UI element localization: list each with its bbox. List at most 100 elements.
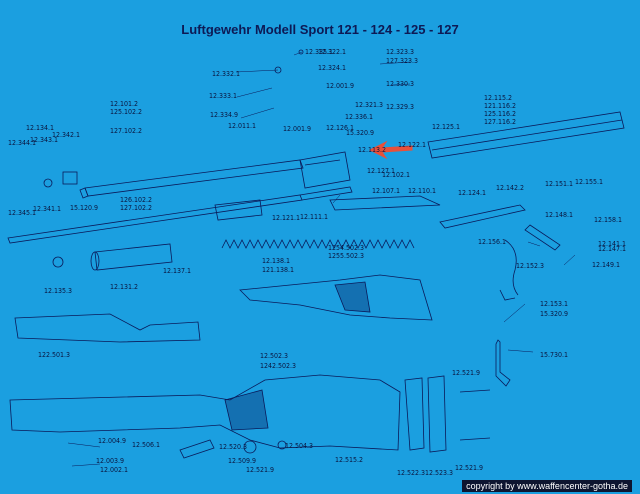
small-parts bbox=[43, 49, 491, 459]
part-number-label: 15.730.1 bbox=[540, 351, 569, 359]
part-number-label: 12.329.3 bbox=[386, 103, 415, 111]
part-number-label: 12.152.3 bbox=[516, 262, 545, 270]
part-number-label: 12.115.2 bbox=[484, 94, 513, 102]
part-number-label: 12.506.1 bbox=[132, 441, 161, 449]
part-number-label: 127.102.2 bbox=[110, 127, 143, 135]
part-number-label: 12.155.1 bbox=[575, 178, 604, 186]
part-number-label: 127.323.3 bbox=[386, 57, 419, 65]
side-panels bbox=[404, 375, 447, 453]
part-number-label: 15.320.9 bbox=[346, 129, 375, 137]
part-number-label: 12.521.9 bbox=[455, 464, 484, 472]
part-number-label: 15.120.9 bbox=[70, 204, 99, 212]
part-number-label: 12.138.1 bbox=[262, 257, 291, 265]
part-number-label: 12.110.1 bbox=[408, 187, 437, 195]
rear-sight-block bbox=[299, 151, 351, 189]
part-number-label: 12.001.9 bbox=[326, 82, 355, 90]
part-number-label: 12.321.3 bbox=[355, 101, 384, 109]
part-number-label: 125.102.2 bbox=[110, 108, 143, 116]
part-number-label: 127.116.2 bbox=[484, 118, 517, 126]
part-number-label: 12.153.1 bbox=[540, 300, 569, 308]
part-number-label: 12.135.3 bbox=[44, 287, 73, 295]
part-number-label: 12.149.1 bbox=[592, 261, 621, 269]
safety-bar bbox=[495, 339, 511, 387]
leader-lines bbox=[67, 51, 576, 467]
part-number-label: 12.344.1 bbox=[8, 139, 37, 147]
trigger-assembly bbox=[499, 239, 519, 301]
part-number-label: 12.322.1 bbox=[318, 48, 347, 56]
piston bbox=[90, 243, 173, 271]
main-spring bbox=[221, 239, 415, 249]
part-number-label: 12.509.9 bbox=[228, 457, 257, 465]
part-number-label: 12.345.1 bbox=[8, 209, 37, 217]
part-number-label: 12.126.1 bbox=[326, 124, 355, 132]
part-number-label: 12.101.2 bbox=[110, 100, 139, 108]
part-number-label: 12.131.2 bbox=[110, 283, 139, 291]
part-number-label: 12.324.1 bbox=[318, 64, 347, 72]
barrel bbox=[7, 186, 353, 244]
part-number-label: 12.003.9 bbox=[96, 457, 125, 465]
part-number-label: 121.116.2 bbox=[484, 102, 517, 110]
part-number-label: 12.125.1 bbox=[432, 123, 461, 131]
part-number-label: 12.520.3 bbox=[219, 443, 248, 451]
part-number-label: 12.521.9 bbox=[452, 369, 481, 377]
part-number-label: 12.343.1 bbox=[30, 136, 59, 144]
part-number-label: 12.504.3 bbox=[285, 442, 314, 450]
cocking-lever bbox=[439, 204, 561, 251]
part-number-label: 1254.502.3 bbox=[328, 244, 365, 252]
part-number-label: 12.142.2 bbox=[496, 184, 525, 192]
part-number-label: 12.137.1 bbox=[163, 267, 192, 275]
part-number-label: 12.148.1 bbox=[545, 211, 574, 219]
part-number-label: 127.102.2 bbox=[120, 204, 153, 212]
part-number-label: 12.522.3 bbox=[397, 469, 426, 477]
part-number-label: 1255.502.3 bbox=[328, 252, 365, 260]
part-number-label: 125.116.2 bbox=[484, 110, 517, 118]
part-number-label: 12.515.2 bbox=[335, 456, 364, 464]
part-number-label: 12.334.9 bbox=[210, 111, 239, 119]
part-number-label: 121.138.1 bbox=[262, 266, 295, 274]
part-number-label: 12.011.1 bbox=[228, 122, 257, 130]
part-number-label: 12.002.1 bbox=[100, 466, 129, 474]
pistol-grip-section bbox=[239, 274, 433, 321]
stock bbox=[9, 374, 401, 451]
part-number-label: 12.323.3 bbox=[386, 48, 415, 56]
part-number-label: 12.342.1 bbox=[52, 131, 81, 139]
compression-tube bbox=[79, 159, 304, 199]
part-number-label: 12.111.1 bbox=[300, 213, 329, 221]
part-number-label: 126.102.2 bbox=[120, 196, 153, 204]
part-number-label: 12.124.1 bbox=[458, 189, 487, 197]
part-number-label: 12.502.3 bbox=[260, 352, 289, 360]
part-number-label: 12.523.3 bbox=[425, 469, 454, 477]
part-number-label: 12.341.1 bbox=[33, 205, 62, 213]
part-number-label: 12.102.1 bbox=[382, 171, 411, 179]
part-number-label: 12.141.1 bbox=[598, 240, 627, 248]
forestock-small bbox=[14, 313, 201, 343]
part-number-label: 12.134.1 bbox=[26, 124, 55, 132]
diagram-title: Luftgewehr Modell Sport 121 - 124 - 125 … bbox=[181, 22, 459, 37]
barrel-tube-right bbox=[427, 111, 625, 159]
part-number-label: 122.501.3 bbox=[38, 351, 71, 359]
part-number-label: 12.122.1 bbox=[398, 141, 427, 149]
part-number-label: 12.336.1 bbox=[345, 113, 374, 121]
part-number-label: 12.333.1 bbox=[209, 92, 238, 100]
part-number-label: 12.127.1 bbox=[367, 167, 396, 175]
trigger-guard-small bbox=[214, 195, 441, 221]
part-number-label: 12.521.9 bbox=[246, 466, 275, 474]
part-number-label: 12.147.1 bbox=[598, 245, 627, 253]
part-number-label: 1242.502.3 bbox=[260, 362, 297, 370]
part-number-label: 12.151.1 bbox=[545, 180, 574, 188]
part-number-label: 12.335.1 bbox=[305, 48, 334, 56]
highlight-arrow bbox=[368, 140, 413, 160]
part-number-label: 12.156.1 bbox=[478, 238, 507, 246]
part-number-label: 12.330.3 bbox=[386, 80, 415, 88]
part-number-label: 15.320.9 bbox=[540, 310, 569, 318]
part-number-label: 12.332.1 bbox=[212, 70, 241, 78]
part-number-label: 12.001.9 bbox=[283, 125, 312, 133]
part-number-label: 12.158.1 bbox=[594, 216, 623, 224]
part-number-label: 12.004.9 bbox=[98, 437, 127, 445]
part-number-label: 12.121.1 bbox=[272, 214, 301, 222]
copyright-notice: copyright by www.waffencenter-gotha.de bbox=[462, 480, 632, 492]
part-number-label: 12.113.2 bbox=[358, 146, 387, 154]
part-number-label: 12.107.1 bbox=[372, 187, 401, 195]
